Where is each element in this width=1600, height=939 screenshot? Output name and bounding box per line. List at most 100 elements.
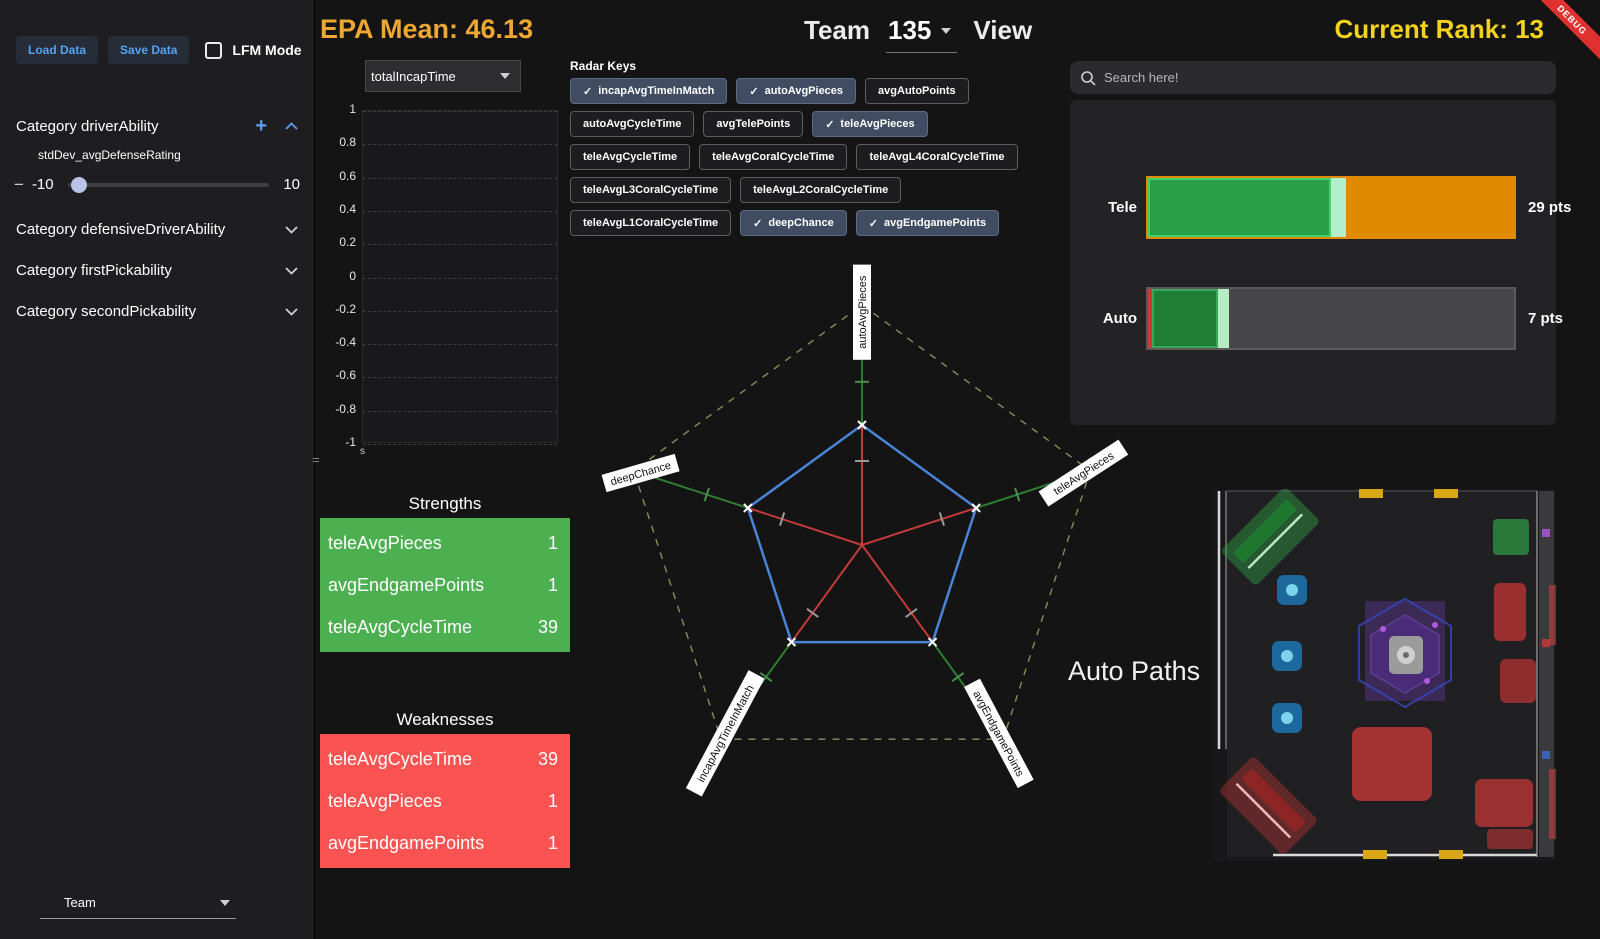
metric-label: avgEndgamePoints [328,574,485,595]
minus-icon[interactable]: − [14,175,24,194]
bar-segment [1345,178,1514,237]
bar-value-label: 7 pts [1528,310,1564,327]
radar-key-deepChance[interactable]: ✓deepChance [740,210,847,236]
radar-key-label: teleAvgL2CoralCycleTime [753,184,889,196]
bar-label: Tele [1108,199,1137,216]
strengths-box: teleAvgPieces 1 avgEndgamePoints 1 teleAvgCy… [320,518,570,652]
category-label: Category driverAbility [16,117,159,135]
bar-segment [1148,178,1331,237]
radar-key-teleAvgL4CoralCycleTime[interactable]: teleAvgL4CoralCycleTime [856,144,1018,170]
y-tick-label: 0.8 [339,135,356,150]
radar-key-teleAvgCycleTime[interactable]: teleAvgCycleTime [570,144,691,170]
metric-label: teleAvgPieces [328,790,442,811]
current-rank-label: Current Rank: 13 [1334,14,1545,44]
metric-value: 1 [547,832,558,853]
sidebar-toolbar: Load Data Save Data LFM Mode [0,30,314,70]
metric-label: teleAvgCycleTime [328,748,473,769]
metric-value: 1 [547,532,558,553]
bar-segment [1331,178,1346,237]
team-number-dropdown[interactable]: 135 [886,15,958,53]
bar-track [1146,176,1516,239]
chevron-down-icon[interactable] [285,266,298,275]
metric-value: 1 [547,790,558,811]
radar-key-autoAvgCycleTime[interactable]: autoAvgCycleTime [570,111,695,137]
strengths-row: avgEndgamePoints 1 [320,575,570,596]
load-data-button[interactable]: Load Data [16,36,99,64]
search-bar [1070,61,1556,94]
radar-key-avgAutoPoints[interactable]: avgAutoPoints [865,78,969,104]
chevron-down-icon[interactable] [285,307,298,316]
y-tick-label: -1 [345,435,356,449]
metric-label: teleAvgPieces [328,532,442,553]
radar-series-polygon [746,423,978,644]
x-axis-unit: s [360,446,365,457]
radar-key-label: avgAutoPoints [878,85,956,97]
resize-handle-icon[interactable]: = [312,452,320,467]
gridline [363,444,557,445]
radar-key-label: teleAvgPieces [840,118,915,130]
check-icon: ✓ [868,217,878,230]
category-header[interactable]: Category driverAbility + [0,104,314,148]
radar-key-avgEndgamePoints[interactable]: ✓ avgEndgamePoints [855,210,1000,236]
bar-label: Auto [1102,310,1137,327]
add-icon[interactable]: + [255,115,267,137]
team-selector-group: Team 135 View [804,15,1032,53]
radar-key-teleAvgPieces[interactable]: ✓teleAvgPieces [812,111,928,137]
bar-segment [1228,289,1514,348]
y-tick-label: -0.8 [335,401,356,416]
slider-thumb[interactable] [70,176,87,193]
gridline [363,244,557,246]
radar-key-label: teleAvgCoralCycleTime [712,151,835,163]
radar-key-avgTelePoints[interactable]: avgTelePoints [703,111,804,137]
slider-track[interactable] [67,176,270,193]
gridline [363,111,557,112]
metric-label: teleAvgCycleTime [328,616,473,637]
plot-area [362,110,558,445]
bar-segment [1151,289,1218,348]
gridline [363,377,557,379]
y-tick-label: 0.4 [339,201,356,216]
radar-key-label: incapAvgTimeInMatch [598,85,715,97]
radar-key-teleAvgL2CoralCycleTime[interactable]: teleAvgL2CoralCycleTime [740,177,902,203]
radar-key-teleAvgL1CoralCycleTime[interactable]: teleAvgL1CoralCycleTime [570,210,732,236]
radar-key-label: teleAvgL4CoralCycleTime [869,151,1005,163]
category-label: Category defensiveDriverAbility [16,221,226,238]
algae-markers [1272,575,1307,733]
radar-key-label: avgEndgamePoints [883,217,987,229]
team-dropdown[interactable]: Team [40,895,236,919]
y-tick-label: 0.2 [339,235,356,250]
category-list: Category driverAbility + stdDev_avgDefense… [0,104,314,332]
slider-metric-label: stdDev_avgDefenseRating [38,148,181,162]
search-icon [1081,70,1096,86]
field-map-image [1213,489,1556,861]
chevron-down-icon[interactable] [285,225,298,234]
radar-key-label: teleAvgL1CoralCycleTime [583,217,719,229]
radar-key-autoAvgPieces[interactable]: ✓autoAvgPieces [736,78,857,104]
lfm-mode-checkbox[interactable] [205,41,223,59]
radar-key-label: avgTelePoints [716,118,791,130]
reef-zone [1358,597,1452,709]
category-header[interactable]: Category firstPickability [0,250,314,291]
blue-coral-station [1222,489,1319,585]
bar-track [1146,287,1516,350]
category-header[interactable]: Category secondPickability [0,291,314,332]
svg-text:incapAvgTimeInMatch: incapAvgTimeInMatch [695,683,756,784]
radar-axis-label: teleAvgPieces [1038,439,1129,507]
lfm-mode-label: LFM Mode [232,42,302,58]
slider-min-label: -10 [31,176,54,193]
metric-value: 1 [547,574,558,595]
radar-key-teleAvgL3CoralCycleTime[interactable]: teleAvgL3CoralCycleTime [570,177,732,203]
category-label: Category secondPickability [16,303,197,320]
radar-key-label: autoAvgCycleTime [583,118,682,130]
svg-text:autoAvgPieces: autoAvgPieces [857,275,869,349]
category-header[interactable]: Category defensiveDriverAbility [0,209,314,250]
radar-key-teleAvgCoralCycleTime[interactable]: teleAvgCoralCycleTime [699,144,848,170]
incap-metric-dropdown[interactable]: totalIncapTime [365,60,521,92]
search-input[interactable] [1104,70,1546,85]
chevron-up-icon[interactable] [285,122,298,130]
radar-key-incapAvgTimeInMatch[interactable]: ✓incapAvgTimeInMatch [570,78,728,104]
bar-value-label: 29 pts [1528,199,1572,216]
save-data-button[interactable]: Save Data [108,36,190,64]
